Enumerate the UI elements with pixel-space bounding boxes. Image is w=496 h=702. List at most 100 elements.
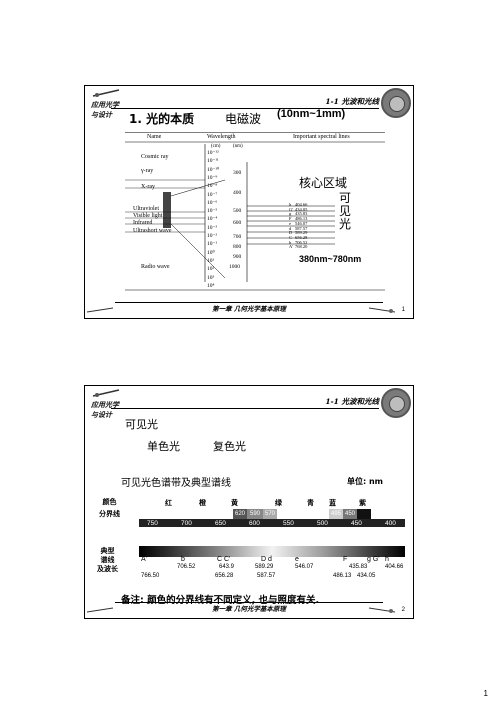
pen-decoration-icon [92, 389, 120, 397]
scale-label: 600 [249, 520, 260, 527]
line-value: 587.57 [257, 573, 276, 579]
line-value: 546.07 [295, 564, 314, 570]
spectral-line-value: 486.13 [295, 216, 308, 222]
spectral-line-value: 656.28 [295, 234, 308, 240]
course-title: 应用光学 与设计 [91, 100, 119, 120]
lines-label-line3: 及波长 [97, 564, 118, 573]
wavelength-power: 10⁻³ [207, 224, 218, 231]
scale-label: 700 [181, 520, 192, 527]
spectral-line-symbol: A' [289, 244, 294, 250]
band-name: Cosmic ray [141, 154, 169, 160]
footer-chapter: 第一章 几何光学基本原理 [212, 605, 286, 613]
footer-divider [115, 302, 383, 303]
wavelength-power: 10⁻¹ [207, 241, 218, 248]
slide-1: 应用光学 与设计 1-1 光波和光线 1. 光的本质 电磁波 (10nm~1mm… [84, 85, 414, 319]
course-title-line1: 应用光学 [91, 400, 119, 409]
nm-tick: 600 [233, 220, 242, 226]
visible-char-1: 可 [339, 191, 352, 205]
spectral-line-value: 589.29 [295, 230, 308, 236]
band-name: Visible light [133, 213, 163, 219]
slide-2: 应用光学 与设计 1-1 光波和光线 可见光 单色光 复色光 可见光色谱带及典型… [84, 385, 414, 619]
header-divider [111, 108, 379, 109]
spectral-line-symbol: e [289, 220, 291, 226]
line-value: 706.52 [177, 564, 196, 570]
boundary-swatch-violet [357, 509, 371, 519]
visible-range: 380nm~780nm [299, 254, 362, 264]
typical-lines-label: 典型 谱线 及波长 [97, 546, 118, 573]
wavelength-power: 10⁻² [207, 233, 218, 239]
spectral-line-value: 706.52 [295, 239, 308, 245]
lines-label-line1: 典型 [100, 546, 115, 555]
boundary-mark: 570 [263, 509, 277, 519]
line-value: 643.9 [219, 564, 235, 570]
boundary-mark: 495 [329, 509, 343, 519]
scale-label: 500 [317, 520, 328, 527]
spectral-line-value: 404.66 [295, 202, 308, 207]
scale-label: 650 [215, 520, 226, 527]
wavelength-power: 10² [207, 266, 215, 273]
color-name: 红 [165, 498, 172, 507]
university-emblem-icon [381, 88, 411, 118]
line-symbol: C C' [217, 556, 231, 563]
nm-tick: 400 [233, 190, 242, 196]
wavelength-power: 10⁻¹² [207, 150, 219, 156]
spectral-line-value: 434.05 [295, 206, 308, 212]
slide-subtitle: 电磁波 [225, 112, 262, 126]
spectral-line-value: 435.83 [295, 211, 308, 217]
header-divider [111, 408, 379, 409]
color-name: 青 [307, 498, 314, 507]
color-label-line1: 颜色 [102, 497, 117, 506]
course-title-line2: 与设计 [91, 110, 112, 119]
section-title: 1-1 光波和光线 [325, 397, 379, 406]
core-region-label: 核心区域 [299, 176, 348, 190]
slide-number: 2 [401, 607, 405, 613]
nm-tick: 900 [233, 254, 242, 260]
color-name: 绿 [275, 498, 282, 507]
line-symbol: g G' [367, 556, 380, 563]
wavelength-power: 10⁰ [207, 249, 215, 256]
spectral-line-symbol: g [289, 211, 292, 217]
line-value: 656.28 [215, 573, 234, 579]
section-title: 1-1 光波和光线 [325, 97, 379, 106]
band-name: Radio wave [141, 264, 170, 270]
line-value: 404.66 [385, 564, 404, 570]
scale-bar [139, 519, 405, 527]
band-name: γ-ray [141, 168, 154, 174]
unit-nm: (nm) [233, 144, 243, 149]
page-number: 1 [483, 689, 488, 698]
visible-light-vertical: 可 见 光 [339, 192, 351, 231]
scale-label: 550 [283, 520, 294, 527]
nm-tick: 500 [233, 208, 242, 214]
col-header-wavelength: Wavelength [207, 134, 236, 140]
lines-label-line2: 谱线 [100, 555, 115, 564]
wavelength-power: 10⁻⁶ [207, 199, 218, 206]
nm-tick: 300 [233, 170, 242, 176]
visible-light-heading: 可见光 [125, 418, 158, 431]
spectral-line-value: 546.07 [295, 220, 308, 226]
scale-label: 450 [351, 520, 362, 527]
wavelength-power: 10⁻⁷ [207, 191, 218, 198]
spectral-line-value: 587.57 [295, 225, 308, 231]
line-symbol: A' [141, 556, 148, 563]
visible-char-2: 见 [339, 204, 352, 218]
footer-pen-icon [86, 607, 114, 613]
university-emblem-icon [381, 388, 411, 418]
wavelength-power: 10³ [207, 274, 215, 281]
boundary-mark: 590 [247, 509, 263, 519]
boundary-mark: 450 [343, 509, 357, 519]
footer-pen-icon [86, 307, 114, 313]
spectral-line-symbol: b [289, 239, 292, 245]
spectral-line-symbol: G' [289, 206, 294, 212]
wavelength-power: 10¹ [207, 257, 215, 264]
wavelength-power: 10⁻⁹ [207, 174, 218, 181]
course-title-line2: 与设计 [91, 410, 112, 419]
line-value: 435.83 [349, 564, 368, 570]
note: 备注: 颜色的分界线有不同定义, 也与照度有关. [121, 595, 320, 606]
complex-light: 复色光 [213, 440, 246, 453]
nm-tick: 1000 [229, 264, 240, 270]
line-value: 486.13 [333, 573, 352, 579]
band-name: X-ray [141, 184, 155, 190]
color-name: 橙 [199, 498, 206, 507]
line-value: 766.50 [141, 573, 160, 579]
band-name: Infrared [133, 220, 153, 226]
